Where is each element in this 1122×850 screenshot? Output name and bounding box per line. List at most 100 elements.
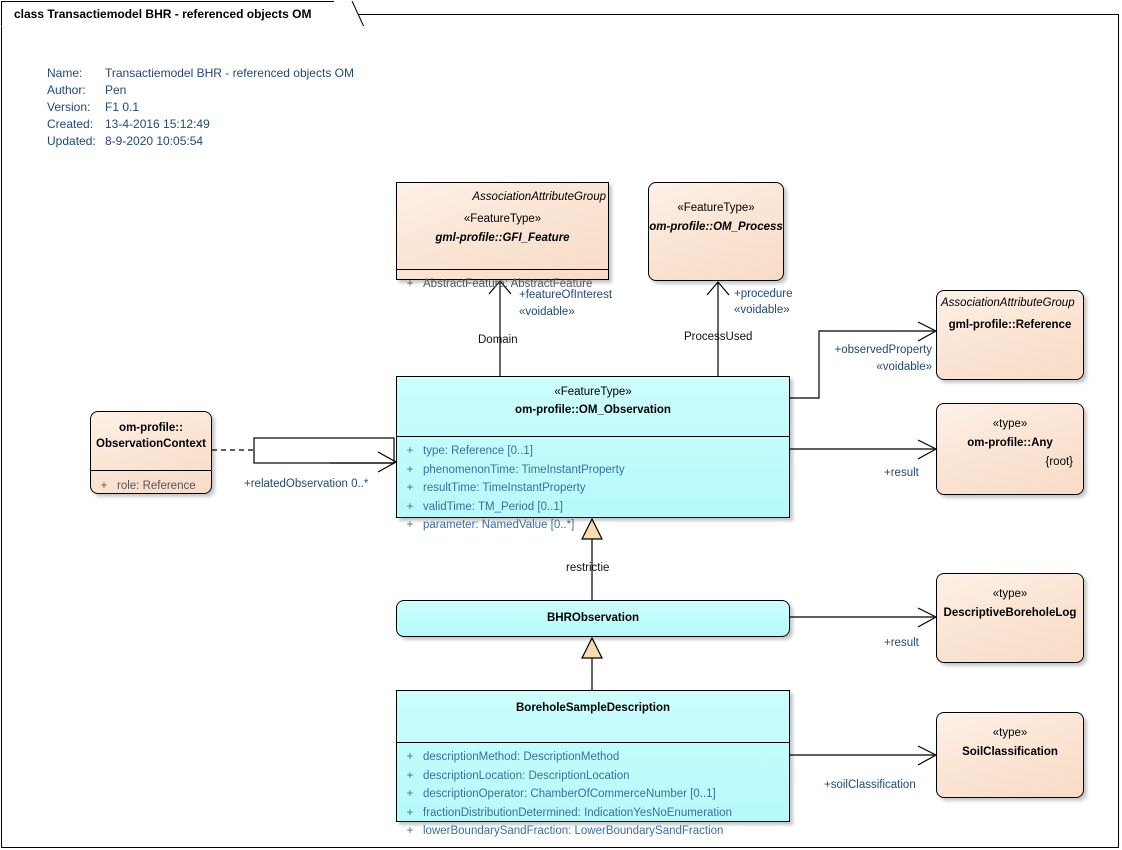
meta-label-version: Version: [47,99,91,114]
meta-value-created: 13-4-2016 15:12:49 [105,116,210,131]
connector-label-observedproperty-stereotype: «voidable» [876,361,932,373]
connector-label-observedproperty-role: +observedProperty [834,344,933,356]
class-association-attribute-group-reference: AssociationAttributeGroup [941,297,1075,309]
class-name-boreholesampledescription: BoreholeSampleDescription [515,702,670,714]
attribute-visibility: + [406,278,414,290]
attribute-text: parameter: NamedValue [0..*] [423,519,575,531]
connector-domain-arrow-icon [488,280,512,295]
attribute-row: + descriptionMethod: DescriptionMethod [397,748,789,767]
class-stereotype-gfi-feature: «FeatureType» [463,213,542,225]
class-stereotype-om-observation: «FeatureType» [554,386,632,398]
diagram-tab-label: class Transactiemodel BHR - referenced o… [14,7,312,21]
attribute-row: + descriptionLocation: DescriptionLocati… [397,767,789,786]
connector-label-featureofinterest-role: +featureOfInterest [519,289,613,301]
connector-label-featureofinterest-stereotype: «voidable» [519,306,575,318]
attribute-visibility: + [406,769,414,782]
connector-label-processused-name: ProcessUsed [684,331,753,343]
meta-row-updated: Updated: 8-9-2020 10:05:54 [47,132,354,149]
attribute-text: role: Reference [117,480,196,492]
class-attributes-observationcontext: + role: Reference [91,470,211,501]
attribute-row: + descriptionOperator: ChamberOfCommerce… [397,785,789,804]
class-association-attribute-group-gfi-feature: AssociationAttributeGroup [472,191,606,203]
meta-label-author: Author: [47,82,86,97]
class-name-observationcontext-line2: ObservationContext [96,438,206,450]
connector-label-procedure-role: +procedure [734,288,793,300]
class-om-profile-any[interactable]: «type» om-profile::Any {root} [936,403,1084,495]
diagram-properties: Name: Transactiemodel BHR - referenced o… [47,64,354,149]
class-om-profile-observationcontext[interactable]: om-profile:: ObservationContext + role: … [90,411,212,494]
attribute-visibility: + [100,480,108,492]
meta-label-name: Name: [47,65,83,80]
class-header-reference: AssociationAttributeGroup gml-profile::R… [937,291,1083,340]
class-name-observationcontext-line1: om-profile:: [119,422,183,434]
class-root-marker-any: {root} [1045,456,1074,468]
meta-label-updated: Updated: [47,133,96,148]
connector-observedproperty-line [790,330,934,399]
meta-row-version: Version: F1 0.1 [47,98,354,115]
attribute-row: + type: Reference [0..1] [397,442,789,461]
meta-value-author: Pen [105,82,127,97]
connector-restrictie-triangle-icon [581,517,603,540]
meta-value-name: Transactiemodel BHR - referenced objects… [105,65,354,80]
attribute-visibility: + [406,825,414,837]
class-gml-profile-gfi-feature[interactable]: AssociationAttributeGroup «FeatureType» … [396,182,609,290]
attribute-row: + AbstractFeature: AbstractFeature [397,275,608,294]
class-stereotype-soilclassification: «type» [992,727,1028,739]
attribute-row: + lowerBoundarySandFraction: LowerBounda… [397,822,789,841]
class-name-reference: gml-profile::Reference [948,319,1072,331]
attribute-row: + validTime: TM_Period [0..1] [397,498,789,517]
attribute-text: descriptionLocation: DescriptionLocation [423,769,630,782]
class-attributes-gfi-feature: + AbstractFeature: AbstractFeature [397,269,608,299]
class-name-om-process: om-profile::OM_Process [649,221,783,233]
attribute-text: descriptionOperator: ChamberOfCommerceNu… [423,788,716,800]
attribute-row: + role: Reference [91,477,211,496]
attribute-visibility: + [406,806,414,819]
class-header-om-process: «FeatureType» om-profile::OM_Process [649,183,783,242]
class-header-gfi-feature: AssociationAttributeGroup «FeatureType» … [397,183,608,269]
attribute-text: descriptionMethod: DescriptionMethod [423,751,620,763]
class-name-soilclassification: SoilClassification [962,746,1058,758]
class-bhrobservation[interactable]: BHRObservation [396,600,790,637]
class-header-boreholesampledescription: BoreholeSampleDescription [397,691,789,742]
diagram-frame [1,14,1119,848]
connector-label-relatedobservation: +relatedObservation 0..* [244,478,369,490]
attribute-text: validTime: TM_Period [0..1] [423,500,563,513]
class-header-any: «type» om-profile::Any {root} [937,404,1083,477]
connector-relatedobservation-box [253,437,395,464]
meta-row-created: Created: 13-4-2016 15:12:49 [47,115,354,132]
class-header-bhrobservation: BHRObservation [397,601,789,633]
class-boreholesampledescription[interactable]: BoreholeSampleDescription + descriptionM… [396,690,790,837]
class-name-gfi-feature: gml-profile::GFI_Feature [435,232,570,244]
connector-label-procedure-stereotype: «voidable» [734,304,790,316]
class-attributes-om-observation: + type: Reference [0..1] + phenomenonTim… [397,436,789,540]
class-name-om-observation: om-profile::OM_Observation [515,404,671,416]
attribute-text: phenomenonTime: TimeInstantProperty [423,463,625,476]
class-om-profile-om-process[interactable]: «FeatureType» om-profile::OM_Process [648,182,784,281]
attribute-text: resultTime: TimeInstantProperty [423,482,586,494]
class-header-observationcontext: om-profile:: ObservationContext [91,412,211,470]
attribute-visibility: + [406,519,414,531]
connector-label-result-any: +result [884,467,919,479]
class-name-descriptiveboreholelog: DescriptiveBoreholeLog [943,607,1077,619]
class-descriptiveboreholelog[interactable]: «type» DescriptiveBoreholeLog [936,573,1084,663]
class-attributes-boreholesampledescription: + descriptionMethod: DescriptionMethod +… [397,742,789,846]
class-header-om-observation: «FeatureType» om-profile::OM_Observation [397,377,789,436]
meta-row-name: Name: Transactiemodel BHR - referenced o… [47,64,354,81]
diagram-tab-slant-icon [334,1,365,28]
meta-row-author: Author: Pen [47,81,354,98]
class-header-descriptiveboreholelog: «type» DescriptiveBoreholeLog [937,574,1083,628]
class-stereotype-descriptiveboreholelog: «type» [992,588,1028,600]
class-stereotype-any: «type» [992,418,1028,430]
connector-label-domain-name: Domain [478,334,518,346]
class-soilclassification[interactable]: «type» SoilClassification [936,712,1084,798]
connector-label-result-log: +result [884,637,919,649]
attribute-visibility: + [406,445,414,457]
class-gml-profile-reference[interactable]: AssociationAttributeGroup gml-profile::R… [936,290,1084,380]
connector-label-soilclassification: +soilClassification [824,779,916,791]
diagram-tab[interactable]: class Transactiemodel BHR - referenced o… [1,1,343,27]
class-name-bhrobservation: BHRObservation [546,612,640,624]
class-om-profile-om-observation[interactable]: «FeatureType» om-profile::OM_Observation… [396,376,790,531]
attribute-text: AbstractFeature: AbstractFeature [423,278,593,290]
attribute-text: fractionDistributionDetermined: Indicati… [423,806,732,819]
